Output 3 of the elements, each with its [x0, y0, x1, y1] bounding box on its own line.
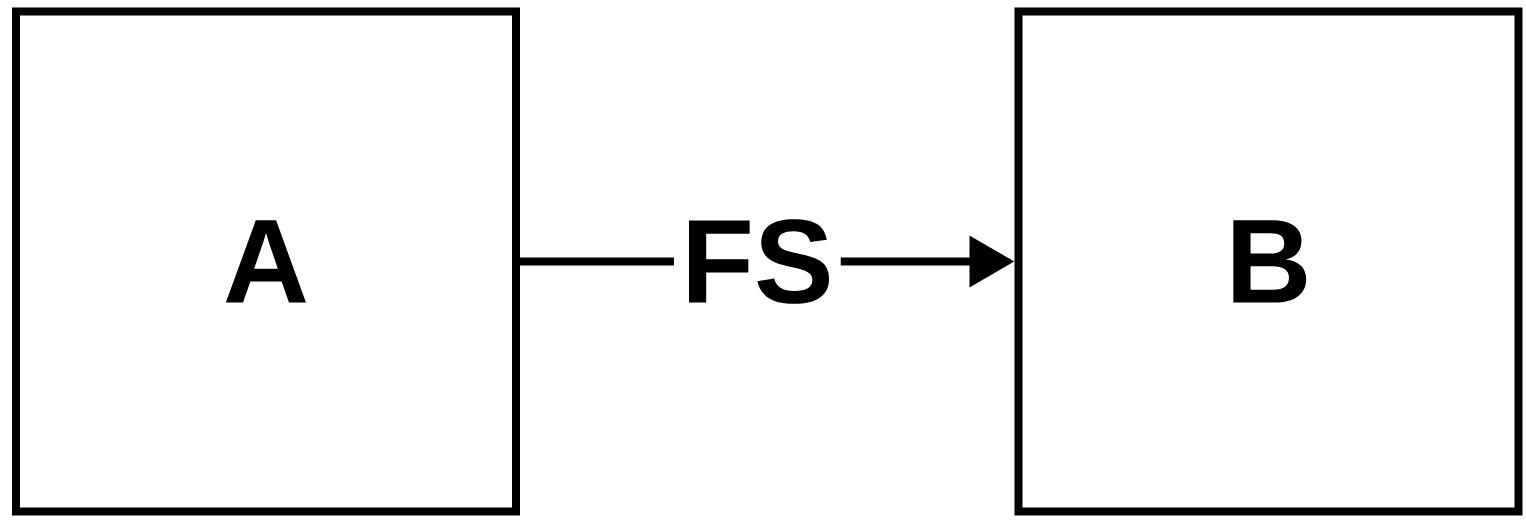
process-box: A	[12, 7, 520, 516]
process-box: B	[1014, 7, 1523, 516]
edge-label: FS	[674, 212, 841, 311]
